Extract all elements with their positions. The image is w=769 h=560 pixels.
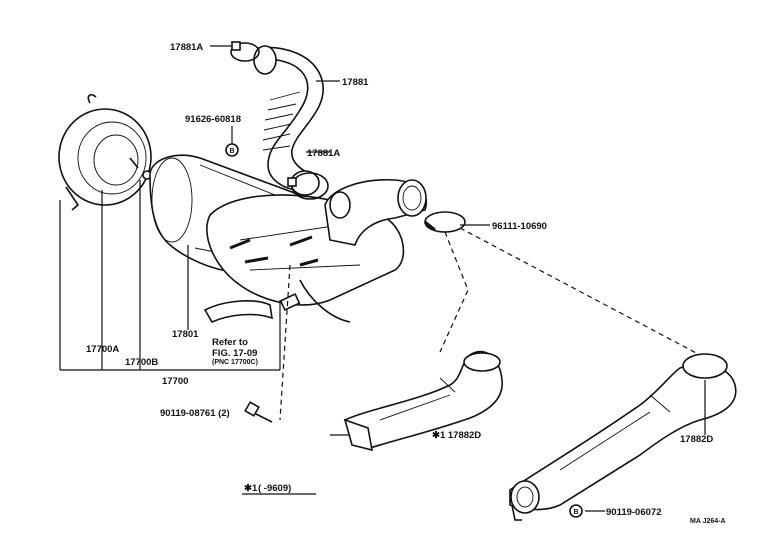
- intake-hose-17882D: [509, 353, 737, 521]
- air-cleaner-cap-17700A: [58, 94, 152, 211]
- label-17700B: 17700B: [125, 357, 158, 368]
- label-90119-06072: 90119-06072: [606, 507, 661, 518]
- label-90119-08761: 90119-08761 (2): [160, 408, 230, 419]
- footnote-text: ( -9609): [258, 483, 291, 494]
- dashed-leaders: [279, 227, 701, 421]
- label-17801: 17801: [172, 329, 199, 340]
- clamp-96111: [424, 211, 466, 233]
- refer-to-line1: Refer to: [212, 337, 248, 348]
- svg-text:B: B: [573, 509, 578, 516]
- refer-to-line2: FIG. 17-09: [212, 348, 257, 359]
- outlet-elbow: [324, 179, 427, 246]
- label-17881A-top: 17881A: [170, 42, 203, 53]
- intake-hose-star-17882D: [343, 350, 503, 452]
- hose-clamp-top: [230, 41, 260, 62]
- footnote-mark: ✱1: [244, 483, 258, 494]
- hose-clamp-mid: [287, 172, 329, 200]
- label-17700: 17700: [162, 376, 188, 387]
- label-91626-60818: 91626-60818: [185, 114, 241, 125]
- label-17881A-mid: 17881A: [307, 148, 340, 159]
- circle-b-marker-2: B: [569, 504, 583, 518]
- bolt-90119-08761: [244, 401, 273, 423]
- circle-b-marker-1: B: [225, 143, 239, 157]
- leader-lines: [59, 45, 706, 512]
- label-17881: 17881: [342, 77, 369, 88]
- label-96111-10690: 96111-10690: [492, 221, 547, 232]
- drawing-code: MA J264-A: [690, 518, 726, 525]
- svg-text:B: B: [229, 148, 234, 155]
- bracket-17700c: [203, 300, 273, 324]
- label-17882D: 17882D: [680, 434, 713, 445]
- label-17700A: 17700A: [86, 344, 119, 355]
- refer-to-line3: (PNC 17700C): [212, 359, 258, 366]
- label-star-17882D: ✱1 17882D: [432, 430, 481, 441]
